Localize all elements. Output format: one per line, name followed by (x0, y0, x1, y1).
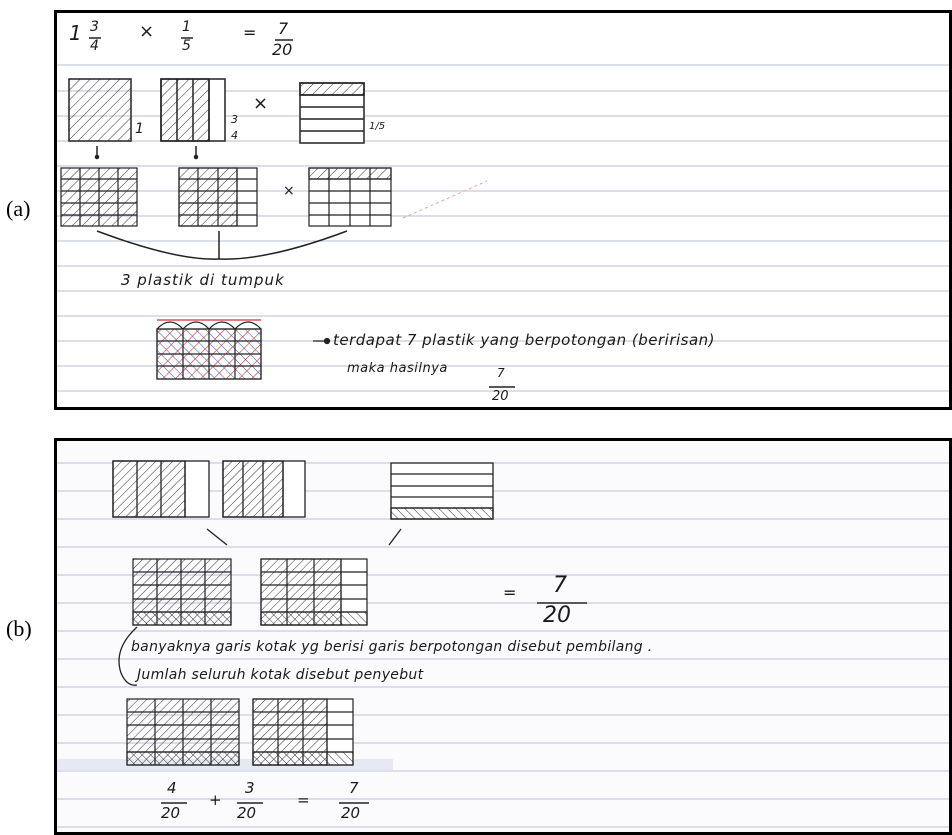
equation-den3: 20 (272, 40, 292, 59)
b-rect-2 (223, 461, 305, 517)
b-sum-d1: 20 (161, 804, 180, 822)
square-three-quarters (161, 79, 225, 141)
grid-1 (61, 168, 137, 226)
panel-a-label: (a) (6, 196, 30, 222)
panel-b-label: (b) (6, 616, 32, 642)
square-whole (69, 79, 131, 141)
b-rect-1 (113, 461, 209, 517)
equation-num2: 1 (182, 19, 191, 35)
b-sum-n1: 4 (167, 779, 177, 797)
equation-den2: 5 (182, 38, 191, 54)
panel-b-drawing (57, 441, 952, 835)
b-grid-2 (261, 559, 367, 625)
square-label-1: 1 (135, 121, 144, 137)
b-grid-3 (127, 699, 239, 765)
square-label-3: 1/5 (369, 121, 385, 132)
panel-a: 1 3 4 × 1 5 = 7 20 1 3 4 1/5 × × 3 plast… (54, 10, 952, 410)
result-den: 20 (492, 389, 509, 404)
equation-num1: 3 (90, 19, 99, 35)
square-label-2-den: 4 (231, 129, 238, 142)
equation-equals: = (243, 23, 256, 42)
b-equals: = (503, 583, 516, 602)
square-one-fifth (300, 83, 364, 143)
grid-3 (309, 168, 391, 226)
b-result-den: 20 (543, 603, 571, 628)
b-rect-3 (391, 463, 493, 519)
stack-bracket (97, 231, 347, 259)
stack-note: 3 plastik di tumpuk (121, 271, 285, 289)
b-note-2: Jumlah seluruh kotak disebut penyebut (137, 667, 423, 683)
panel-b: = 7 20 banyaknya garis kotak yg berisi g… (54, 438, 952, 835)
square-label-2-num: 3 (231, 113, 238, 126)
b-sum-d3: 20 (341, 804, 360, 822)
times-1: × (253, 93, 268, 114)
equation-whole: 1 (69, 21, 82, 45)
result-line-1: terdapat 7 plastik yang berpotongan (ber… (333, 331, 715, 349)
b-sum-n2: 3 (245, 779, 255, 797)
equation-num3: 7 (278, 19, 288, 38)
b-result-num: 7 (553, 573, 567, 598)
result-num: 7 (497, 366, 505, 380)
stacked-grid (157, 320, 261, 379)
b-sum-n3: 7 (349, 779, 359, 797)
result-line-2: maka hasilnya (347, 361, 448, 376)
equation-den1: 4 (90, 38, 99, 54)
b-grid-4 (253, 699, 353, 765)
b-sum-equals: = (297, 791, 310, 809)
panel-a-drawing (57, 13, 952, 410)
b-sum-d2: 20 (237, 804, 256, 822)
b-grid-1 (133, 559, 231, 625)
grid-2 (179, 168, 257, 226)
b-note-1: banyaknya garis kotak yg berisi garis be… (131, 639, 652, 655)
times-2: × (283, 183, 295, 199)
b-sum-plus: + (209, 791, 222, 809)
equation-times: × (139, 21, 154, 42)
